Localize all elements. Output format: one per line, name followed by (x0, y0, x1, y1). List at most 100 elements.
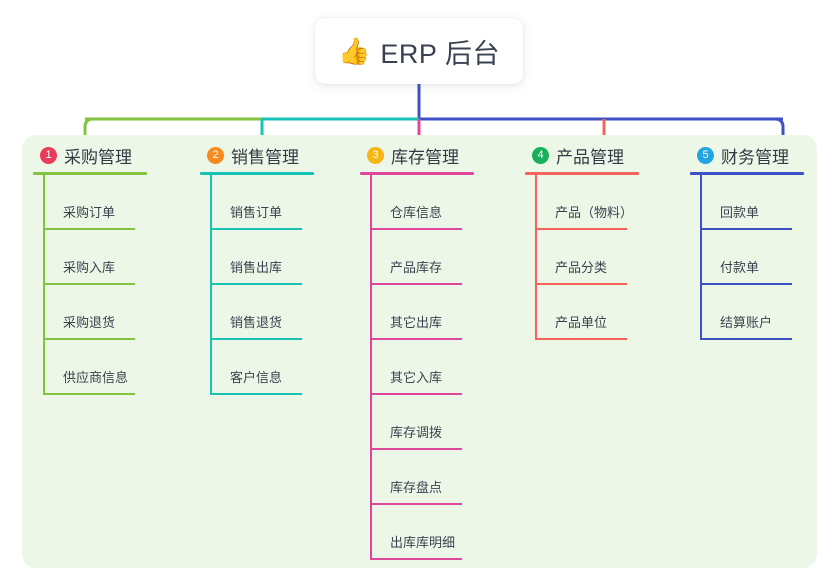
module-title: 财务管理 (721, 147, 789, 167)
module-badge-number: 5 (697, 146, 714, 164)
module-title: 销售管理 (231, 147, 299, 167)
submenu-item-label: 销售出库 (230, 260, 283, 275)
submenu-item[interactable]: 供应商信息 (43, 340, 183, 395)
root-node[interactable]: 👍 ERP 后台 (315, 18, 523, 84)
submenu-item[interactable]: 销售订单 (210, 175, 350, 230)
module-header-5[interactable]: 5 财务管理 (690, 142, 839, 168)
root-title: ERP 后台 (380, 38, 500, 69)
submenu-item-rule (43, 393, 135, 395)
submenu-item-label: 其它入库 (390, 370, 443, 385)
submenu-item-rule (210, 338, 302, 340)
submenu-item-label: 仓库信息 (390, 205, 443, 220)
module-header-3[interactable]: 3 库存管理 (360, 142, 510, 168)
submenu-item-rule (370, 283, 462, 285)
submenu-item[interactable]: 采购订单 (43, 175, 183, 230)
submenu-item[interactable]: 仓库信息 (370, 175, 510, 230)
submenu-item[interactable]: 出库库明细 (370, 505, 510, 560)
submenu-item[interactable]: 其它入库 (370, 340, 510, 395)
submenu-item-label: 销售退货 (230, 315, 283, 330)
submenu-item-label: 采购订单 (63, 205, 116, 220)
submenu-item-label: 回款单 (720, 205, 760, 220)
submenu-spine (210, 175, 212, 395)
submenu-item-label: 供应商信息 (63, 370, 129, 385)
submenu-item[interactable]: 客户信息 (210, 340, 350, 395)
module-column-3: 3 库存管理仓库信息产品库存其它出库其它入库库存调拨库存盘点出库库明细 (360, 142, 510, 560)
submenu-item-rule (43, 228, 135, 230)
submenu-item-rule (43, 338, 135, 340)
module-column-1: 1 采购管理采购订单采购入库采购退货供应商信息 (33, 142, 183, 395)
submenu-item-rule (210, 283, 302, 285)
submenu-item-label: 采购退货 (63, 315, 116, 330)
submenu-item[interactable]: 产品库存 (370, 230, 510, 285)
submenu-item[interactable]: 销售退货 (210, 285, 350, 340)
module-header-rule (33, 172, 147, 175)
submenu-item-label: 产品单位 (555, 315, 608, 330)
submenu-item-rule (43, 283, 135, 285)
submenu-item-rule (370, 558, 462, 560)
submenu-item-label: 出库库明细 (390, 535, 456, 550)
submenu-item[interactable]: 库存盘点 (370, 450, 510, 505)
submenu-item-label: 付款单 (720, 260, 760, 275)
submenu-list: 仓库信息产品库存其它出库其它入库库存调拨库存盘点出库库明细 (360, 175, 510, 560)
submenu-item-rule (210, 228, 302, 230)
submenu-list: 销售订单销售出库销售退货客户信息 (200, 175, 350, 395)
submenu-item-rule (370, 393, 462, 395)
submenu-item-label: 结算账户 (720, 315, 773, 330)
submenu-list: 产品（物料） 产品分类产品单位 (525, 175, 675, 340)
submenu-item[interactable]: 产品单位 (535, 285, 675, 340)
submenu-item-rule (370, 503, 462, 505)
submenu-list: 采购订单采购入库采购退货供应商信息 (33, 175, 183, 395)
submenu-item[interactable]: 付款单 (700, 230, 839, 285)
submenu-item-rule (370, 448, 462, 450)
module-badge-number: 1 (40, 146, 57, 164)
module-header-rule (200, 172, 314, 175)
module-title: 采购管理 (64, 147, 132, 167)
module-column-5: 5 财务管理回款单付款单结算账户 (690, 142, 839, 340)
submenu-item[interactable]: 库存调拨 (370, 395, 510, 450)
submenu-item[interactable]: 采购入库 (43, 230, 183, 285)
submenu-item-label: 产品（物料） (555, 205, 634, 220)
submenu-item-label: 库存盘点 (390, 480, 443, 495)
module-header-rule (360, 172, 474, 175)
submenu-list: 回款单付款单结算账户 (690, 175, 839, 340)
submenu-item-rule (535, 338, 627, 340)
module-column-2: 2 销售管理销售订单销售出库销售退货客户信息 (200, 142, 350, 395)
submenu-item[interactable]: 产品分类 (535, 230, 675, 285)
module-header-1[interactable]: 1 采购管理 (33, 142, 183, 168)
submenu-item-rule (535, 283, 627, 285)
submenu-item[interactable]: 结算账户 (700, 285, 839, 340)
submenu-spine (370, 175, 372, 560)
submenu-spine (700, 175, 702, 340)
submenu-item-rule (700, 338, 792, 340)
submenu-item[interactable]: 采购退货 (43, 285, 183, 340)
submenu-item-label: 库存调拨 (390, 425, 443, 440)
module-header-rule (525, 172, 639, 175)
module-badge-number: 2 (207, 146, 224, 164)
submenu-item-rule (210, 393, 302, 395)
submenu-item-rule (370, 228, 462, 230)
thumbs-up-icon: 👍 (338, 36, 371, 66)
submenu-item[interactable]: 产品（物料） (535, 175, 675, 230)
module-title: 产品管理 (556, 147, 624, 167)
submenu-item[interactable]: 回款单 (700, 175, 839, 230)
submenu-item[interactable]: 销售出库 (210, 230, 350, 285)
modules-panel (22, 135, 817, 568)
submenu-item-rule (700, 228, 792, 230)
submenu-item-label: 销售订单 (230, 205, 283, 220)
submenu-spine (43, 175, 45, 395)
submenu-item-label: 采购入库 (63, 260, 116, 275)
submenu-item[interactable]: 其它出库 (370, 285, 510, 340)
module-header-2[interactable]: 2 销售管理 (200, 142, 350, 168)
submenu-item-label: 客户信息 (230, 370, 283, 385)
submenu-item-label: 产品分类 (555, 260, 608, 275)
module-badge-number: 3 (367, 146, 384, 164)
submenu-spine (535, 175, 537, 340)
submenu-item-rule (700, 283, 792, 285)
module-header-rule (690, 172, 804, 175)
submenu-item-label: 其它出库 (390, 315, 443, 330)
submenu-item-rule (370, 338, 462, 340)
module-title: 库存管理 (391, 147, 459, 167)
